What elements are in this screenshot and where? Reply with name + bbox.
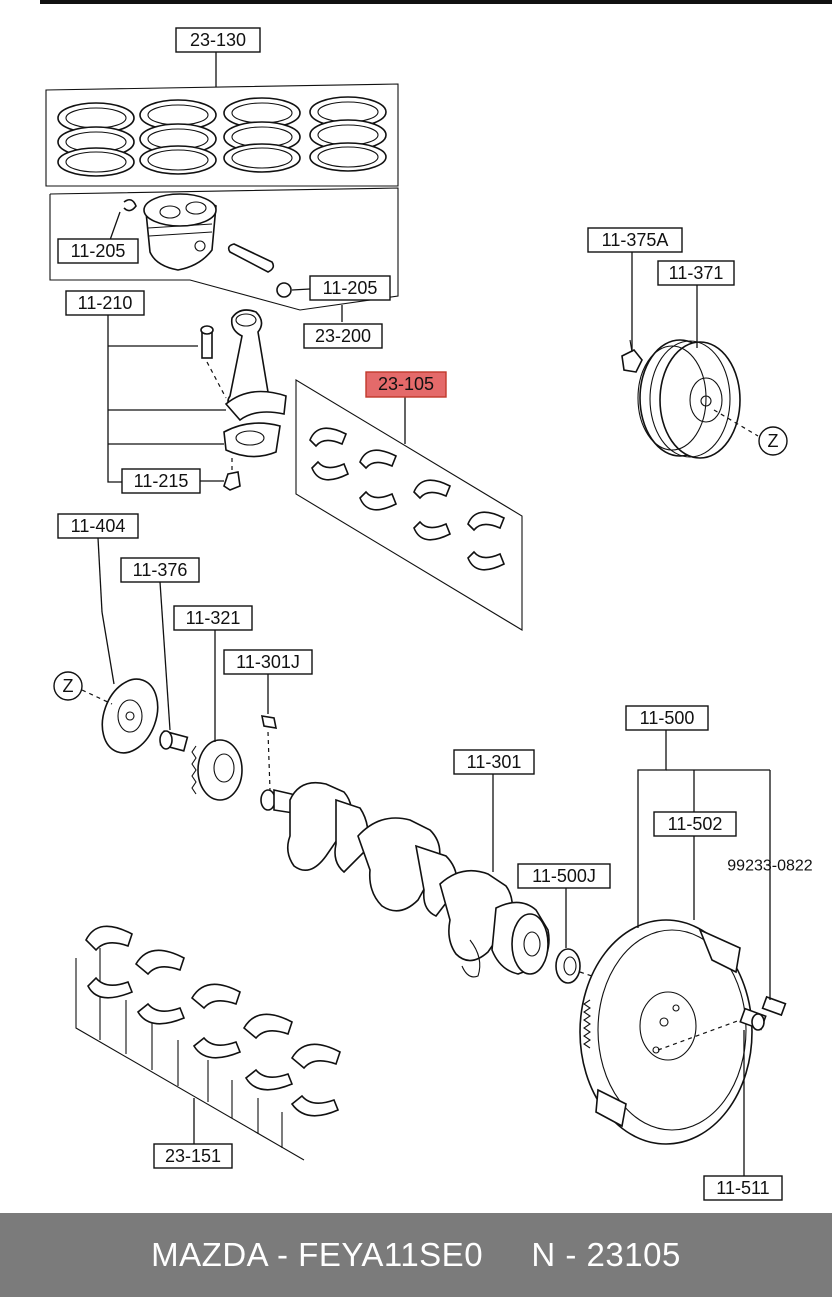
label-11-215-text: 11-215 bbox=[134, 471, 189, 491]
label-99233-0822-text: 99233-0822 bbox=[727, 858, 813, 875]
label-11-376-text: 11-376 bbox=[133, 560, 188, 580]
crank-bolt-drawing bbox=[159, 730, 189, 752]
label-11-502-text: 11-502 bbox=[668, 814, 723, 834]
label-11-205-right-text: 11-205 bbox=[323, 278, 378, 298]
label-11-301[interactable]: 11-301 bbox=[453, 749, 535, 775]
connecting-rod-drawing bbox=[200, 309, 287, 491]
label-11-205-left-text: 11-205 bbox=[71, 241, 126, 261]
label-23-200[interactable]: 23-200 bbox=[303, 323, 383, 349]
label-11-375a-text: 11-375A bbox=[602, 230, 669, 250]
footer-bar: MAZDA - FEYA11SE0 N - 23105 bbox=[0, 1213, 832, 1297]
label-11-500j[interactable]: 11-500J bbox=[517, 863, 611, 889]
reference-z-right-text: Z bbox=[768, 431, 779, 451]
label-11-205-left[interactable]: 11-205 bbox=[57, 238, 139, 264]
label-99233-0822[interactable]: 99233-0822 bbox=[727, 858, 813, 875]
label-23-130[interactable]: 23-130 bbox=[175, 27, 261, 53]
crankshaft-drawing bbox=[260, 781, 550, 978]
label-11-404[interactable]: 11-404 bbox=[57, 513, 139, 539]
piston-ring-set-drawing bbox=[45, 83, 399, 187]
label-11-500j-text: 11-500J bbox=[532, 866, 596, 886]
crank-pulley-drawing bbox=[621, 339, 741, 459]
label-11-301-text: 11-301 bbox=[467, 752, 522, 772]
footer-part-number: MAZDA - FEYA11SE0 N - 23105 bbox=[151, 1236, 681, 1273]
label-11-215[interactable]: 11-215 bbox=[121, 468, 201, 494]
label-11-511-text: 11-511 bbox=[716, 1178, 769, 1198]
timing-gear-drawing bbox=[191, 739, 243, 801]
label-11-321-text: 11-321 bbox=[186, 608, 241, 628]
label-23-105-text: 23-105 bbox=[378, 374, 434, 394]
label-11-500[interactable]: 11-500 bbox=[625, 705, 709, 731]
label-11-404-text: 11-404 bbox=[71, 516, 126, 536]
pilot-bearing-drawing bbox=[555, 948, 581, 984]
crank-key-drawing bbox=[260, 715, 278, 729]
label-11-375a[interactable]: 11-375A bbox=[587, 227, 683, 253]
label-11-210-text: 11-210 bbox=[78, 293, 133, 313]
exploded-parts-diagram: 23-130 11-205 11-205 23-200 11-210 11-21… bbox=[40, 0, 832, 1201]
label-11-301j-text: 11-301J bbox=[236, 652, 300, 672]
reference-z-left-text: Z bbox=[63, 676, 74, 696]
label-11-376[interactable]: 11-376 bbox=[120, 557, 200, 583]
label-23-105-highlighted[interactable]: 23-105 bbox=[365, 371, 447, 398]
label-11-500-text: 11-500 bbox=[640, 708, 695, 728]
piston-assembly-drawing bbox=[49, 187, 399, 311]
label-11-502[interactable]: 11-502 bbox=[653, 811, 737, 837]
label-23-200-text: 23-200 bbox=[315, 326, 371, 346]
flywheel-drawing bbox=[579, 919, 787, 1145]
reference-z-right: Z bbox=[758, 426, 788, 456]
main-bearing-set-drawing bbox=[75, 925, 341, 1161]
label-11-371-text: 11-371 bbox=[669, 263, 724, 283]
label-11-371[interactable]: 11-371 bbox=[657, 260, 735, 286]
label-23-130-text: 23-130 bbox=[190, 30, 246, 50]
reference-z-left: Z bbox=[53, 671, 83, 701]
label-11-205-right[interactable]: 11-205 bbox=[309, 275, 391, 301]
label-11-511[interactable]: 11-511 bbox=[703, 1175, 783, 1201]
label-23-151-text: 23-151 bbox=[165, 1146, 221, 1166]
rod-bearing-set-drawing bbox=[295, 379, 523, 631]
label-11-301j[interactable]: 11-301J bbox=[223, 649, 313, 675]
timing-plate-drawing bbox=[101, 678, 159, 754]
label-11-321[interactable]: 11-321 bbox=[173, 605, 253, 631]
label-11-210[interactable]: 11-210 bbox=[65, 290, 145, 316]
label-23-151[interactable]: 23-151 bbox=[153, 1143, 233, 1169]
